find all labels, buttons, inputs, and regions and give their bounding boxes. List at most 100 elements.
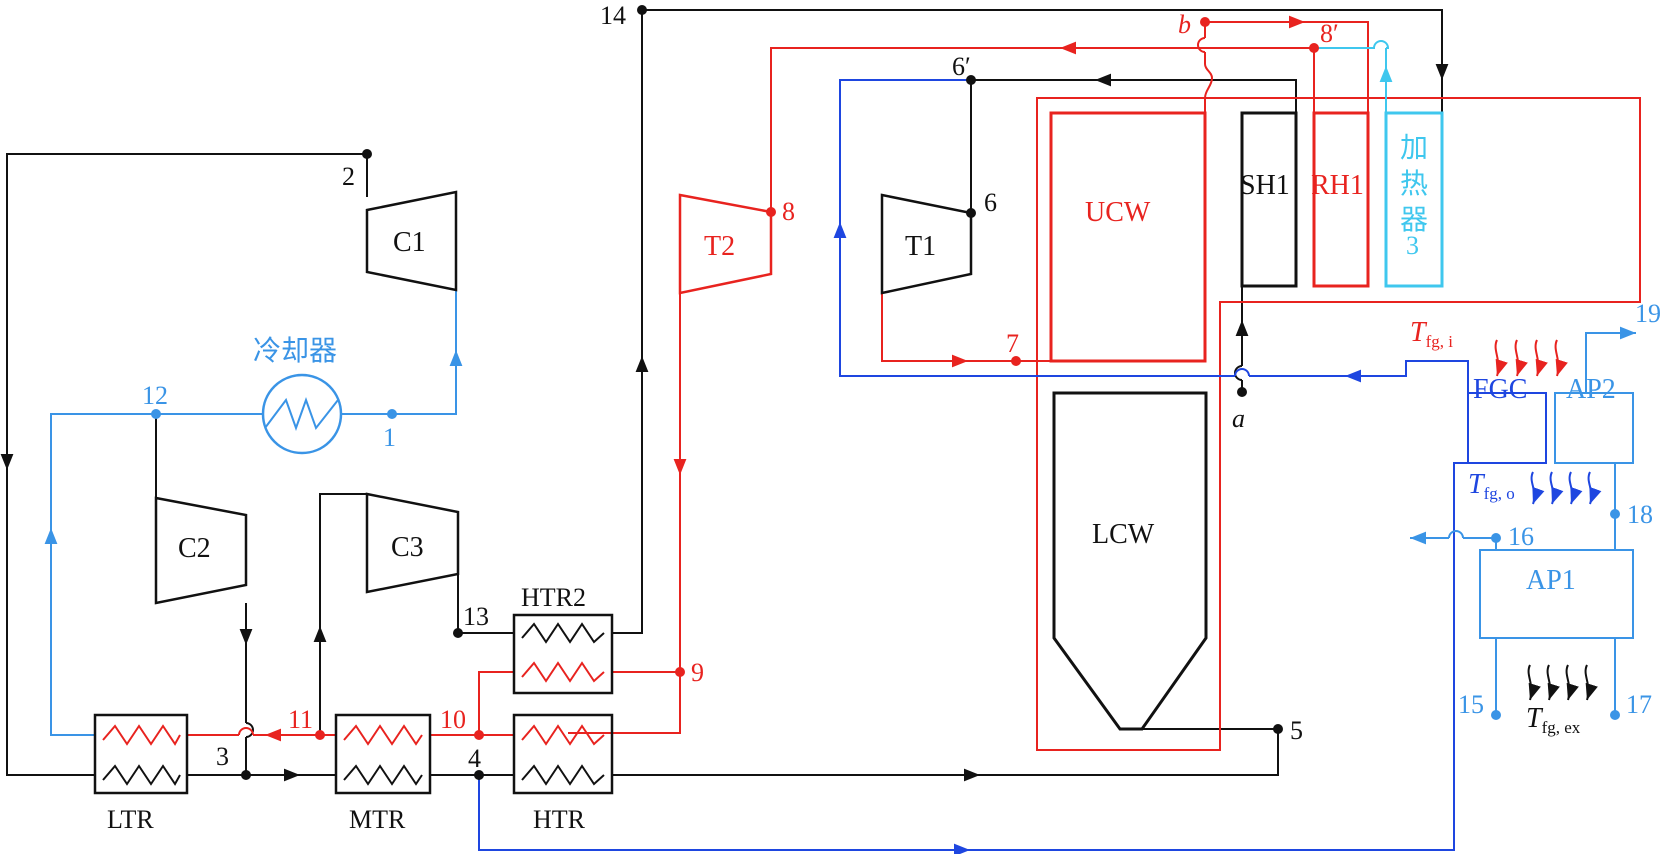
node-dot-b [1200,17,1210,27]
label-ucw: UCW [1085,197,1151,228]
label-t1: T1 [905,231,936,262]
label-htr2: HTR2 [521,583,586,612]
flue-gas-outlet-arrows [1530,471,1602,505]
node-dot-1 [387,409,397,419]
label-heater3-3: 器 [1400,205,1428,236]
label-fgc: FGC [1473,374,1527,405]
compressor-c2 [154,496,248,605]
sh1-box [1240,111,1298,288]
node-dot-10 [474,730,484,740]
node-dot-9 [675,667,685,677]
turbine-t1 [880,193,973,295]
label-ap2: AP2 [1566,374,1616,405]
heater3-box [1384,111,1444,288]
label-lcw: LCW [1092,519,1155,550]
node-dot-14 [637,5,647,15]
label-c1: C1 [393,227,426,258]
label-heater3-2: 热 [1400,168,1428,200]
node-dot-18 [1610,509,1620,519]
black-pipes [0,9,1449,782]
flue-gas-exhaust-arrows [1527,664,1598,701]
rh1-box [1312,111,1370,288]
ltr-cold-coil [102,764,181,786]
cooler-circle [261,373,343,455]
cooler-coil [264,397,339,431]
node-label-13: 13 [463,602,489,631]
ltr-box [93,713,189,795]
htr2-hot-coil [521,661,605,683]
node-label-14: 14 [600,1,626,30]
label-heater3-1: 加 [1400,133,1428,164]
node-dot-8p [1309,43,1319,53]
node-label-4: 4 [468,744,481,773]
node-label-9: 9 [691,658,704,687]
node-label-3: 3 [216,742,229,771]
label-mtr: MTR [349,805,406,834]
node-dot-6 [966,208,976,218]
mtr-box [334,713,432,795]
flue-gas-inlet-arrows [1494,339,1568,377]
node-dot-11 [315,730,325,740]
node-label-8: 8 [782,197,795,226]
node-label-15: 15 [1458,690,1484,719]
flue-gas-inlet-label: Tfg, i [1410,317,1453,351]
label-t2: T2 [704,231,735,262]
label-sh1: SH1 [1240,170,1290,201]
htr-cold-coil [521,764,605,786]
node-label-6: 6 [984,188,997,217]
turbine-t2 [678,193,773,295]
compressor-c1 [365,190,458,292]
node-label-16: 16 [1508,522,1534,551]
node-label-1: 1 [383,423,396,452]
node-label-7: 7 [1006,329,1019,358]
label-c3: C3 [391,532,424,563]
node-label-b: b [1178,10,1191,39]
htr2-cold-coil [521,622,605,644]
htr-hot-coil [521,724,605,746]
label-c2: C2 [178,533,211,564]
node-dot-16 [1491,533,1501,543]
node-label-17: 17 [1626,690,1652,719]
node-label-8p: 8′ [1320,19,1339,48]
mtr-cold-coil [343,764,423,786]
node-dot-a [1237,387,1247,397]
node-dot-12 [151,409,161,419]
node-label-6p: 6′ [952,52,971,81]
node-dot-6p [966,75,976,85]
node-label-a: a [1232,404,1245,433]
label-heater3-4: 3 [1406,231,1419,260]
flue-gas-exhaust-label: Tfg, ex [1526,703,1581,737]
node-label-12: 12 [142,381,168,410]
node-label-18: 18 [1627,500,1653,529]
node-label-2: 2 [342,162,355,191]
mtr-hot-coil [343,724,423,746]
compressor-c3 [365,492,460,594]
node-dot-5 [1273,724,1283,734]
cyan-pipes [1314,40,1393,113]
flue-gas-outlet-label: Tfg, o [1468,469,1515,503]
node-label-10: 10 [440,705,466,734]
node-dot-4 [474,770,484,780]
label-htr: HTR [533,805,586,834]
label-rh1: RH1 [1311,170,1364,201]
node-label-19: 19 [1635,299,1661,328]
label-cooler: 冷却器 [253,335,337,367]
label-ap1: AP1 [1526,565,1576,596]
node-dot-17 [1610,710,1620,720]
ltr-hot-coil [102,724,181,746]
node-dot-8 [766,207,776,217]
lcw-furnace [1052,391,1208,731]
htr-box [512,713,614,795]
red-pipes [187,15,1641,751]
node-label-11: 11 [288,705,313,734]
node-dot-13 [453,628,463,638]
ucw-box [1049,111,1207,363]
node-label-5: 5 [1290,716,1303,745]
blue-pipes [478,79,1547,854]
node-dot-7 [1011,356,1021,366]
node-dot-15 [1491,710,1501,720]
label-ltr: LTR [107,805,154,834]
node-dot-3 [241,770,251,780]
